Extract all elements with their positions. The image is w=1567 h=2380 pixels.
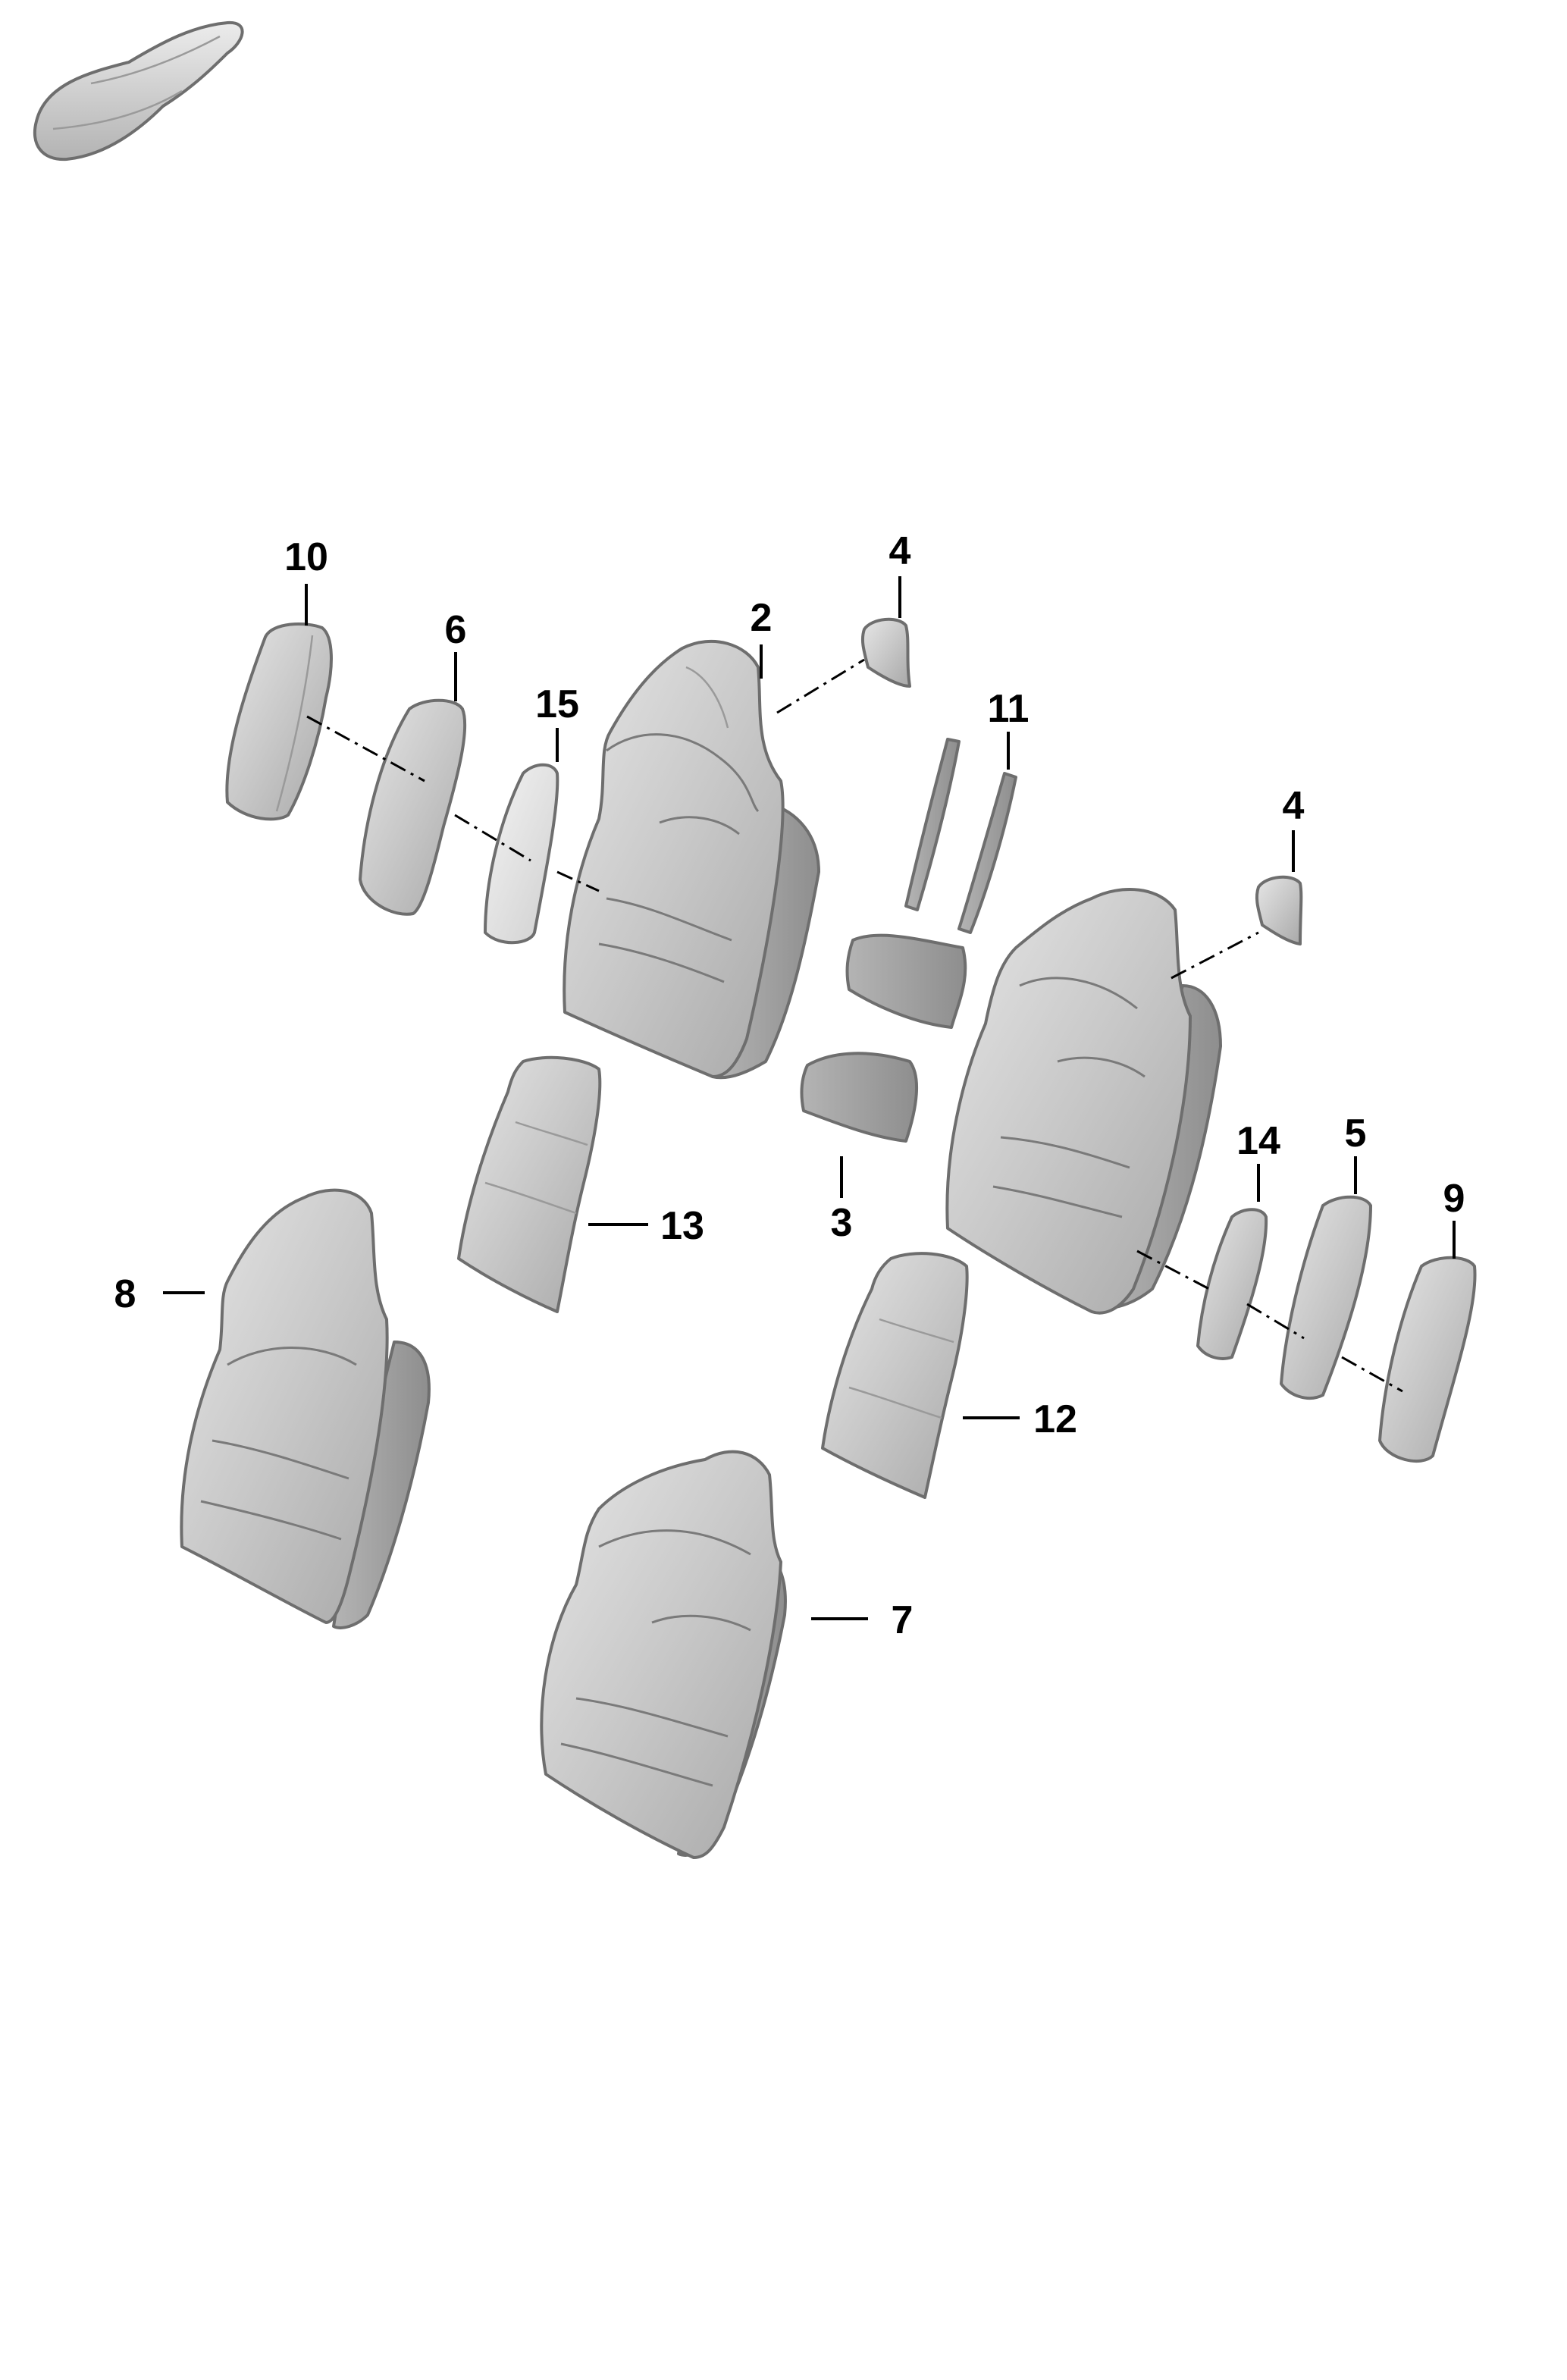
part-4-bracket-upper [860,617,911,688]
part-3-bracket [800,1052,918,1143]
callout-3: 3 [831,1201,853,1245]
callout-11: 11 [988,687,1030,731]
part-10-side-cover [225,622,333,821]
callout-13: 13 [660,1204,704,1248]
part-8-seat-back [180,1188,431,1629]
callout-10: 10 [284,535,328,579]
part-9-side-cover [1378,1256,1477,1463]
part-14-trim [1196,1208,1268,1360]
part-6-side-panel [359,698,467,916]
part-5-side-panel [1280,1195,1372,1400]
callout-5: 5 [1345,1112,1367,1156]
part-4-bracket-right [1255,875,1303,945]
assembly-lines [306,658,1403,1393]
callout-2: 2 [751,596,773,640]
callout-4-right: 4 [1283,784,1305,828]
callout-12: 12 [1033,1397,1077,1441]
leader-lines [163,576,1456,1620]
part-seat-back-assembly-right [945,888,1222,1315]
part-2-seat-back-assembly [563,639,820,1080]
callout-15: 15 [535,682,579,726]
callout-7: 7 [892,1598,914,1642]
callout-14: 14 [1236,1119,1280,1163]
callout-4-upper: 4 [889,529,911,573]
part-11-trim [904,738,1017,934]
part-7-seat-back [540,1450,787,1859]
callout-9: 9 [1443,1177,1465,1221]
part-12-cover-panel [821,1252,969,1499]
callout-8: 8 [114,1272,136,1316]
part-11-lower-box [845,933,967,1029]
part-13-cover-panel [457,1055,602,1313]
car-silhouette-icon [33,20,244,161]
callout-6: 6 [445,608,467,652]
